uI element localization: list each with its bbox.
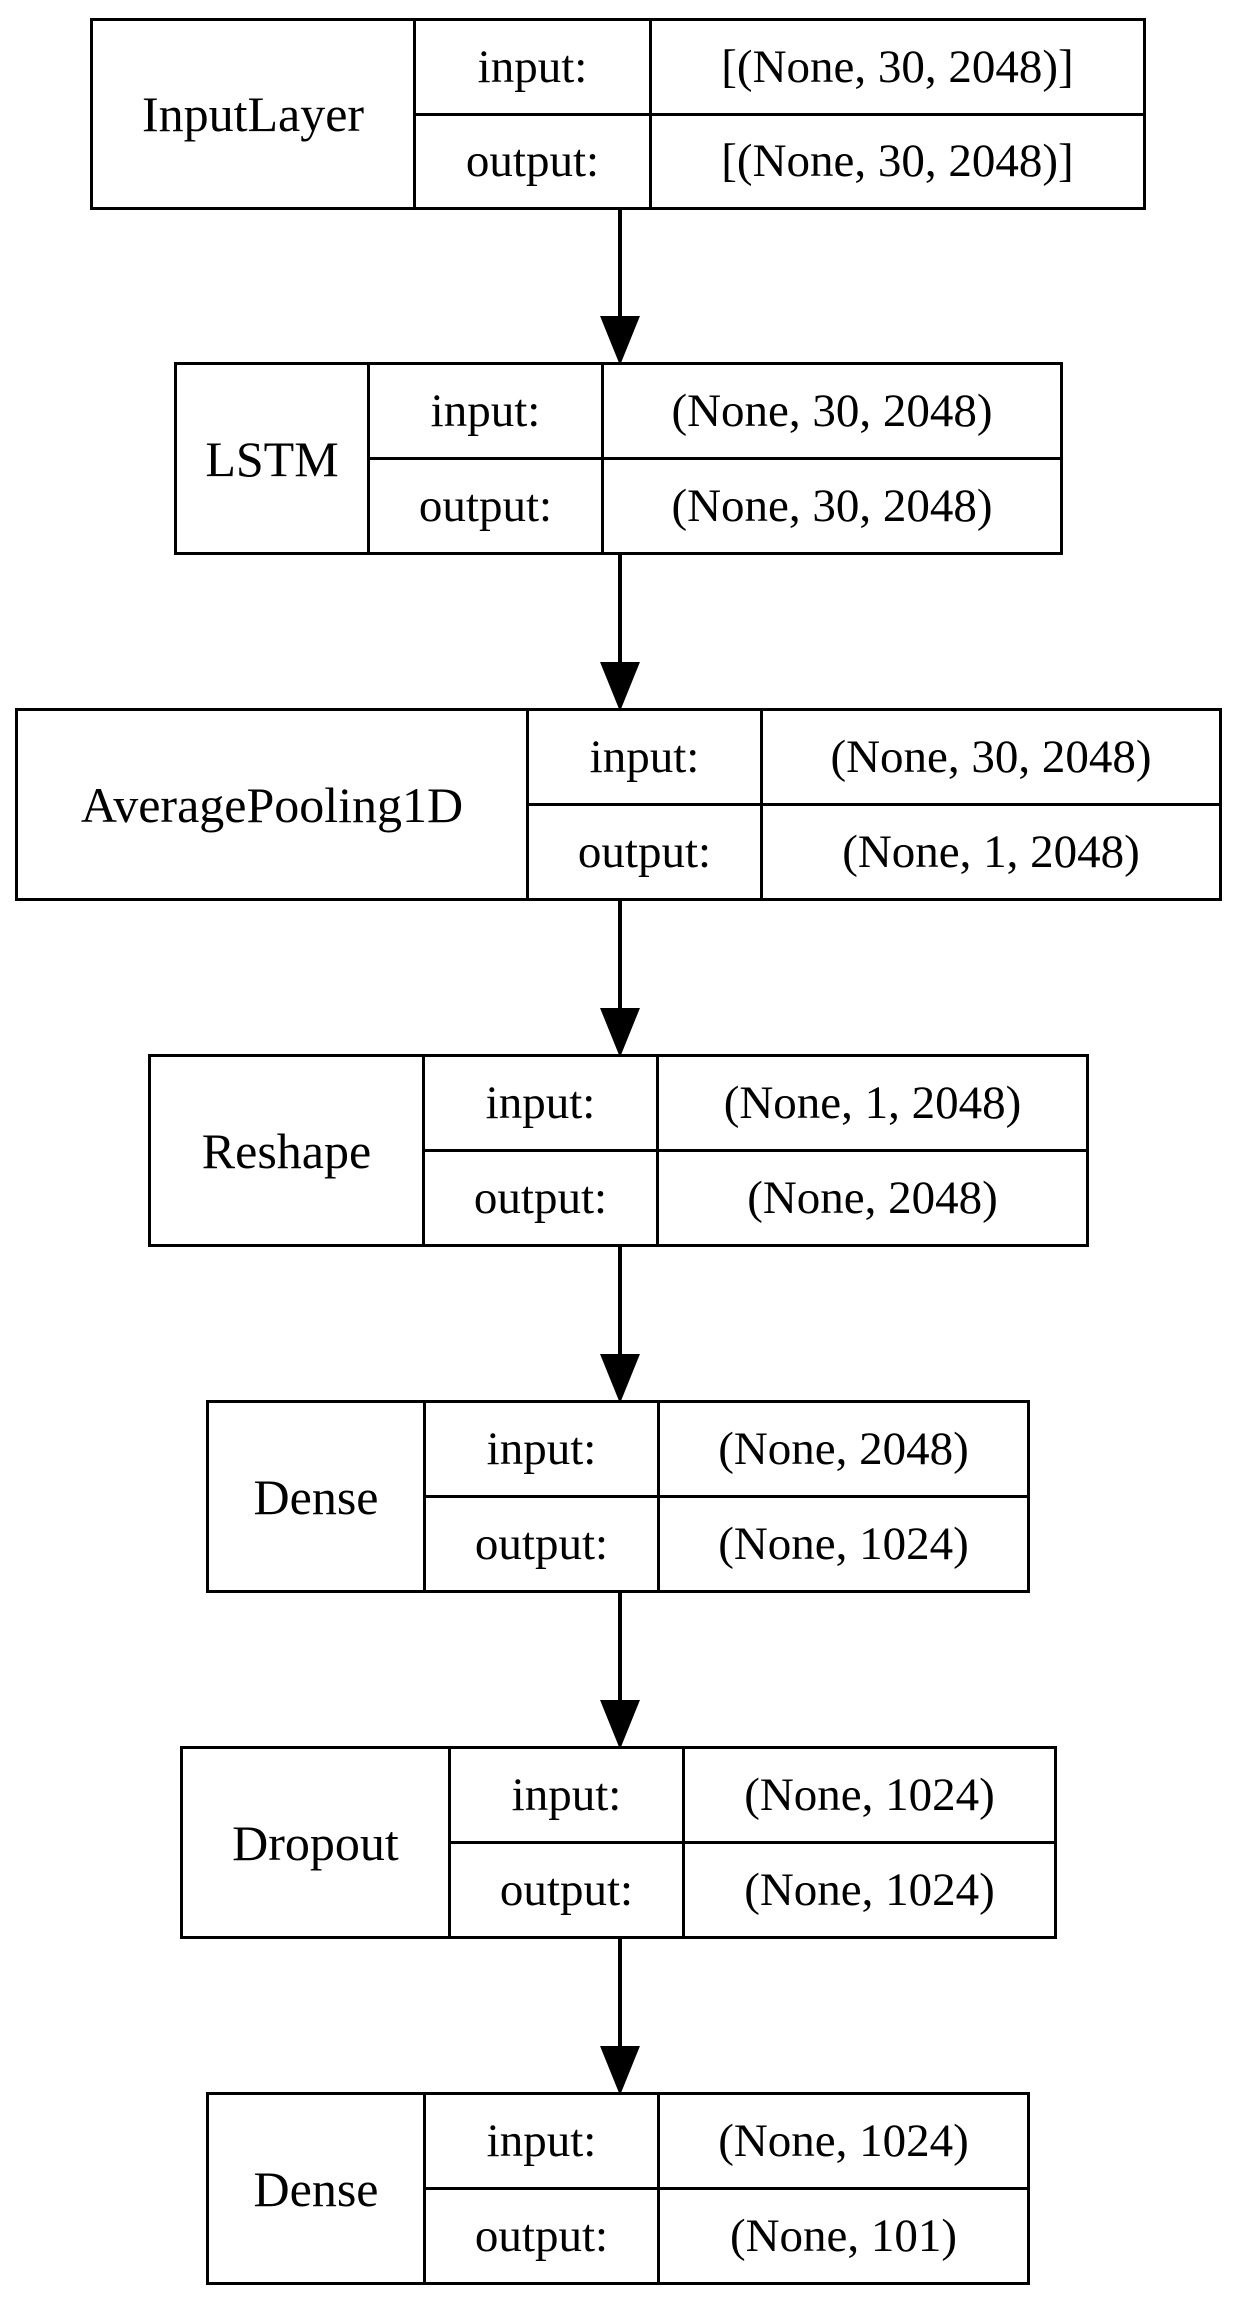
layer-node-average-pooling-1d: AveragePooling1D input: output: (None, 3…	[15, 708, 1222, 901]
output-shape: (None, 101)	[729, 2210, 958, 2262]
output-label: output:	[418, 480, 553, 532]
io-shapes: (None, 2048) (None, 1024)	[660, 1403, 1027, 1590]
edge-3-4-arrowhead	[600, 1354, 640, 1404]
io-labels: input: output:	[416, 21, 652, 207]
input-shape: (None, 1, 2048)	[659, 1057, 1086, 1152]
io-labels: input: output:	[425, 1057, 659, 1244]
layer-node-dense-1: Dense input: output: (None, 2048) (None,…	[206, 1400, 1030, 1593]
output-shape: [(None, 30, 2048)]	[721, 135, 1074, 188]
input-shape: (None, 1024)	[660, 2095, 1027, 2190]
io-shapes: (None, 1024) (None, 101)	[660, 2095, 1027, 2282]
edge-5-6-arrowhead	[600, 2046, 640, 2096]
io-shapes: (None, 30, 2048) (None, 30, 2048)	[604, 365, 1060, 552]
output-shape: (None, 1024)	[744, 1864, 995, 1916]
input-label: input:	[370, 365, 601, 460]
output-label: output:	[473, 1172, 608, 1224]
input-label: input:	[426, 1403, 657, 1498]
io-shapes: (None, 1, 2048) (None, 2048)	[659, 1057, 1086, 1244]
output-label: output:	[577, 826, 712, 878]
layer-node-lstm: LSTM input: output: (None, 30, 2048) (No…	[174, 362, 1063, 555]
layer-node-dense-2: Dense input: output: (None, 1024) (None,…	[206, 2092, 1030, 2285]
io-labels: input: output:	[451, 1749, 685, 1936]
output-label: output:	[474, 2210, 609, 2262]
edge-0-1-arrowhead	[600, 316, 640, 366]
io-labels: input: output:	[370, 365, 604, 552]
layer-name: Dense	[209, 2095, 426, 2282]
output-shape: (None, 1024)	[718, 1518, 969, 1570]
input-shape: [(None, 30, 2048)]	[652, 21, 1143, 116]
output-label: output:	[499, 1864, 634, 1916]
output-shape: (None, 30, 2048)	[671, 480, 993, 532]
edge-2-3-arrowhead	[600, 1008, 640, 1058]
layer-node-input-layer: InputLayer input: output: [(None, 30, 20…	[90, 18, 1146, 210]
input-label: input:	[451, 1749, 682, 1844]
output-shape: (None, 1, 2048)	[842, 826, 1140, 878]
layer-name: InputLayer	[93, 21, 416, 207]
io-shapes: (None, 30, 2048) (None, 1, 2048)	[763, 711, 1219, 898]
io-shapes: [(None, 30, 2048)] [(None, 30, 2048)]	[652, 21, 1143, 207]
layer-name: AveragePooling1D	[18, 711, 529, 898]
layer-name: Dropout	[183, 1749, 451, 1936]
input-label: input:	[416, 21, 649, 116]
io-labels: input: output:	[529, 711, 763, 898]
io-labels: input: output:	[426, 2095, 660, 2282]
input-label: input:	[425, 1057, 656, 1152]
output-label: output:	[474, 1518, 609, 1570]
edge-4-5-arrowhead	[600, 1700, 640, 1750]
layer-name: Reshape	[151, 1057, 425, 1244]
output-shape: (None, 2048)	[747, 1172, 998, 1224]
layer-node-dropout: Dropout input: output: (None, 1024) (Non…	[180, 1746, 1057, 1939]
output-label: output:	[465, 135, 600, 188]
io-shapes: (None, 1024) (None, 1024)	[685, 1749, 1054, 1936]
input-shape: (None, 2048)	[660, 1403, 1027, 1498]
input-label: input:	[529, 711, 760, 806]
layer-node-reshape: Reshape input: output: (None, 1, 2048) (…	[148, 1054, 1089, 1247]
edge-1-2-arrowhead	[600, 662, 640, 712]
input-shape: (None, 1024)	[685, 1749, 1054, 1844]
layer-name: Dense	[209, 1403, 426, 1590]
layer-name: LSTM	[177, 365, 370, 552]
input-label: input:	[426, 2095, 657, 2190]
io-labels: input: output:	[426, 1403, 660, 1590]
input-shape: (None, 30, 2048)	[763, 711, 1219, 806]
input-shape: (None, 30, 2048)	[604, 365, 1060, 460]
